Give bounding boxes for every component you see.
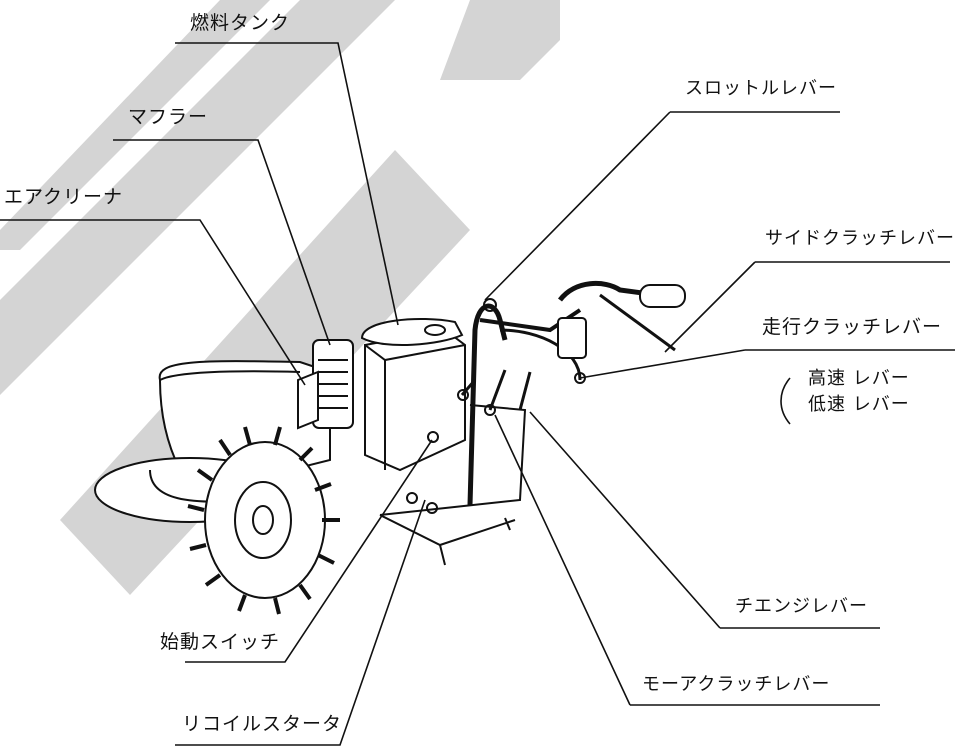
leader-start-switch — [185, 439, 433, 663]
leader-change-lever — [529, 411, 880, 629]
leader-fuel-tank — [175, 42, 399, 326]
leader-travel-clutch — [579, 349, 955, 379]
label-throttle-lever: スロットルレバー — [685, 78, 837, 99]
speed-bracket — [780, 377, 791, 425]
label-start-switch: 始動スイッチ — [160, 631, 281, 653]
label-recoil-starter: リコイルスタータ — [182, 713, 343, 735]
label-high-speed-lever: 高速 レバー — [808, 368, 910, 389]
label-mower-clutch-lever: モーアクラッチレバー — [642, 674, 831, 695]
leader-side-clutch — [664, 261, 950, 353]
leader-recoil-starter — [175, 499, 426, 746]
leader-air-cleaner — [0, 219, 306, 386]
label-change-lever: チエンジレバー — [735, 596, 868, 617]
label-low-speed-lever: 低速 レバー — [808, 394, 910, 415]
machine-illustration — [94, 280, 686, 615]
label-air-cleaner: エアクリーナ — [4, 186, 124, 208]
label-fuel-tank: 燃料タンク — [190, 12, 291, 34]
label-side-clutch-lever: サイドクラッチレバー — [765, 228, 955, 249]
leader-mower-clutch — [494, 414, 880, 706]
leader-muffler — [113, 139, 331, 346]
label-travel-clutch-lever: 走行クラッチレバー — [762, 316, 943, 338]
label-muffler: マフラー — [128, 106, 209, 128]
leader-lines — [0, 42, 955, 746]
leader-throttle — [484, 111, 840, 301]
